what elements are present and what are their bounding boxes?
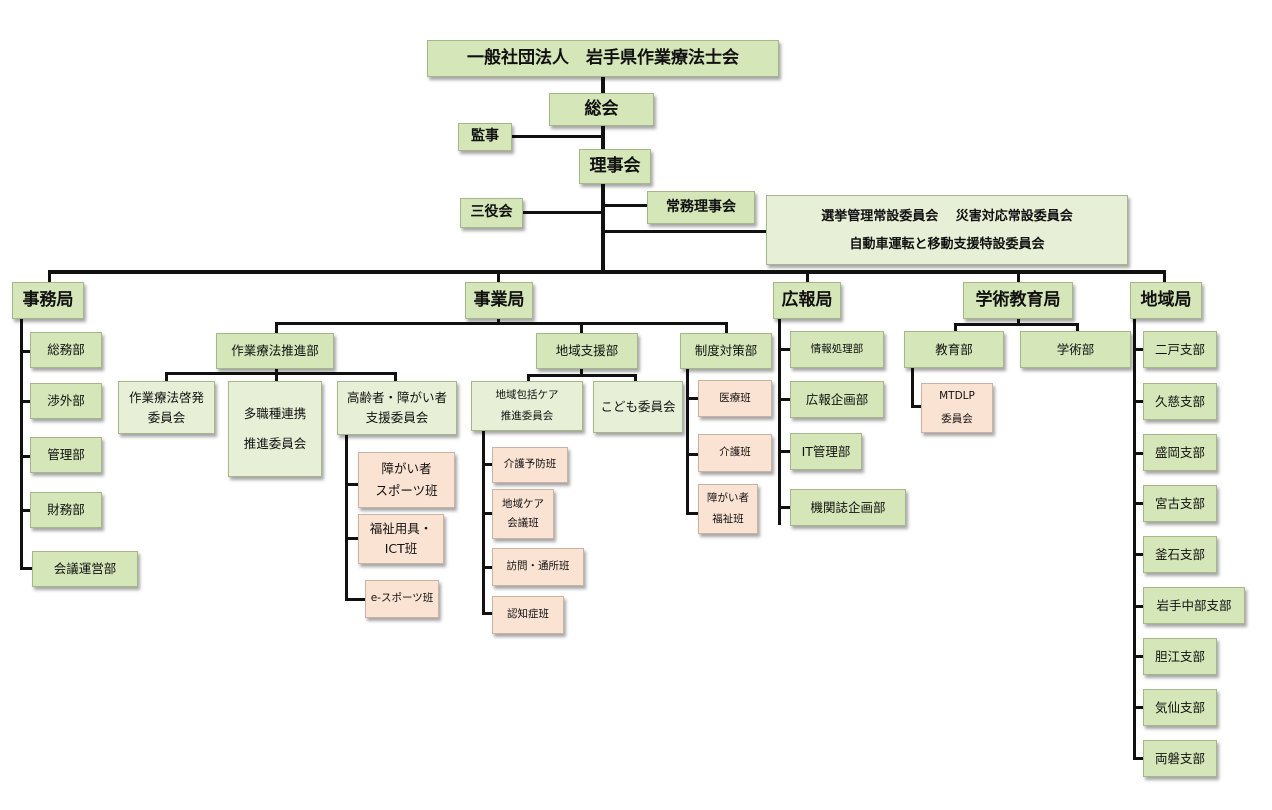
dept-shogai: 渉外部 bbox=[30, 383, 102, 419]
dept-system-policy: 制度対策部 bbox=[680, 333, 772, 369]
root-node: 一般社団法人 岩手県作業療法士会 bbox=[427, 40, 779, 77]
dept-info-processing: 情報処理部 bbox=[790, 331, 884, 368]
team-disability-welfare-line2: 福祉班 bbox=[712, 513, 744, 525]
dept-pr-planning: 広報企画部 bbox=[790, 381, 884, 418]
branch-morioka: 盛岡支部 bbox=[1143, 434, 1217, 471]
team-disabled-sports-line2: スポーツ班 bbox=[375, 483, 438, 498]
dept-ot-promotion: 作業療法推進部 bbox=[216, 333, 334, 369]
team-nursing-care-line1: 介護班 bbox=[719, 446, 751, 459]
team-care-prevention-line1: 介護予防班 bbox=[503, 458, 557, 471]
committee-ot-awareness: 作業療法啓発 委員会 bbox=[118, 381, 215, 434]
committee-mtdlp-line2: 委員会 bbox=[941, 413, 973, 425]
bureau-kohokyoku: 広報局 bbox=[773, 282, 841, 319]
committee-mtdlp: MTDLP 委員会 bbox=[921, 383, 993, 433]
dept-soumu: 総務部 bbox=[30, 332, 102, 368]
team-community-care-meeting-line2: 会議班 bbox=[507, 517, 539, 529]
dept-kaigi-unei: 会議運営部 bbox=[32, 551, 138, 587]
dept-journal-planning: 機関誌企画部 bbox=[790, 489, 906, 526]
committee-multidisciplinary-line1: 多職種連携 bbox=[243, 406, 307, 422]
team-welfare-ict: 福祉用具・ ICT班 bbox=[358, 514, 444, 564]
dept-education: 教育部 bbox=[904, 331, 1004, 368]
bureau-gakujutsu: 学術教育局 bbox=[963, 282, 1073, 319]
team-disability-welfare-line1: 障がい者 bbox=[707, 491, 749, 504]
bureau-chiikikyoku: 地域局 bbox=[1130, 282, 1202, 319]
team-medical-line1: 医療班 bbox=[719, 391, 751, 404]
dept-regional-support: 地域支援部 bbox=[536, 333, 638, 369]
committee-ot-awareness-line1: 作業療法啓発 bbox=[128, 389, 204, 405]
standing-committees-line2: 自動車運転と移動支援特設委員会 bbox=[849, 236, 1045, 252]
board-node: 理事会 bbox=[579, 149, 651, 184]
committee-multidisciplinary: 多職種連携 推進委員会 bbox=[228, 381, 322, 477]
team-community-care-meeting-line1: 地域ケア bbox=[502, 497, 544, 510]
team-welfare-ict-line1: 福祉用具・ bbox=[369, 521, 433, 537]
committee-elderly-disabled-line2: 支援委員会 bbox=[365, 410, 429, 425]
standing-committees-node: 選挙管理常設委員会 災害対応常設委員会 自動車運転と移動支援特設委員会 bbox=[766, 195, 1128, 265]
dept-kanri: 管理部 bbox=[30, 437, 102, 473]
committee-multidisciplinary-line2: 推進委員会 bbox=[243, 436, 307, 451]
team-disabled-sports-line1: 障がい者 bbox=[381, 461, 432, 477]
branch-kesen: 気仙支部 bbox=[1143, 689, 1217, 726]
branch-miyako: 宮古支部 bbox=[1143, 485, 1217, 522]
dept-zaimu: 財務部 bbox=[30, 492, 102, 528]
team-care-prevention: 介護予防班 bbox=[492, 447, 568, 483]
branch-kuji: 久慈支部 bbox=[1143, 383, 1217, 420]
branch-tanko: 胆江支部 bbox=[1143, 638, 1217, 675]
dept-academic: 学術部 bbox=[1020, 331, 1131, 368]
committee-community-care: 地域包括ケア 推進委員会 bbox=[471, 381, 583, 431]
team-esports: e-スポーツ班 bbox=[365, 580, 439, 618]
team-home-visit-line1: 訪問・通所班 bbox=[506, 560, 570, 573]
committee-elderly-disabled: 高齢者・障がい者 支援委員会 bbox=[337, 381, 457, 435]
team-disability-welfare: 障がい者 福祉班 bbox=[698, 484, 758, 534]
branch-ninohe: 二戸支部 bbox=[1143, 331, 1217, 368]
team-welfare-ict-line2: ICT班 bbox=[384, 541, 418, 556]
committee-children: こども委員会 bbox=[593, 381, 683, 433]
team-dementia-line1: 認知症班 bbox=[507, 608, 549, 621]
committee-ot-awareness-line2: 委員会 bbox=[147, 409, 186, 425]
auditor-node: 監事 bbox=[458, 123, 512, 151]
committee-community-care-line1: 地域包括ケア bbox=[495, 388, 559, 401]
branch-ryoban: 両磐支部 bbox=[1143, 740, 1217, 777]
committee-elderly-disabled-line1: 高齢者・障がい者 bbox=[346, 390, 447, 406]
team-disabled-sports: 障がい者 スポーツ班 bbox=[358, 452, 455, 508]
team-dementia: 認知症班 bbox=[492, 596, 564, 634]
branch-iwate-chubu: 岩手中部支部 bbox=[1143, 587, 1245, 624]
general-assembly-node: 総会 bbox=[549, 93, 654, 126]
team-medical: 医療班 bbox=[698, 380, 772, 417]
committee-mtdlp-line1: MTDLP bbox=[939, 389, 975, 402]
bureau-jimukyoku: 事務局 bbox=[12, 282, 84, 319]
team-nursing-care: 介護班 bbox=[698, 434, 772, 472]
team-community-care-meeting: 地域ケア 会議班 bbox=[492, 489, 554, 539]
team-home-visit: 訪問・通所班 bbox=[492, 548, 584, 586]
standing-committees-line1: 選挙管理常設委員会 災害対応常設委員会 bbox=[821, 208, 1073, 224]
committee-community-care-line2: 推進委員会 bbox=[500, 410, 554, 422]
bureau-jigyokyoku: 事業局 bbox=[465, 282, 533, 319]
team-esports-line1: e-スポーツ班 bbox=[370, 592, 434, 605]
branch-kamaishi: 釜石支部 bbox=[1143, 536, 1217, 573]
three-officers-node: 三役会 bbox=[460, 198, 523, 228]
dept-it-management: IT管理部 bbox=[790, 433, 862, 470]
executive-board-node: 常務理事会 bbox=[647, 191, 755, 224]
